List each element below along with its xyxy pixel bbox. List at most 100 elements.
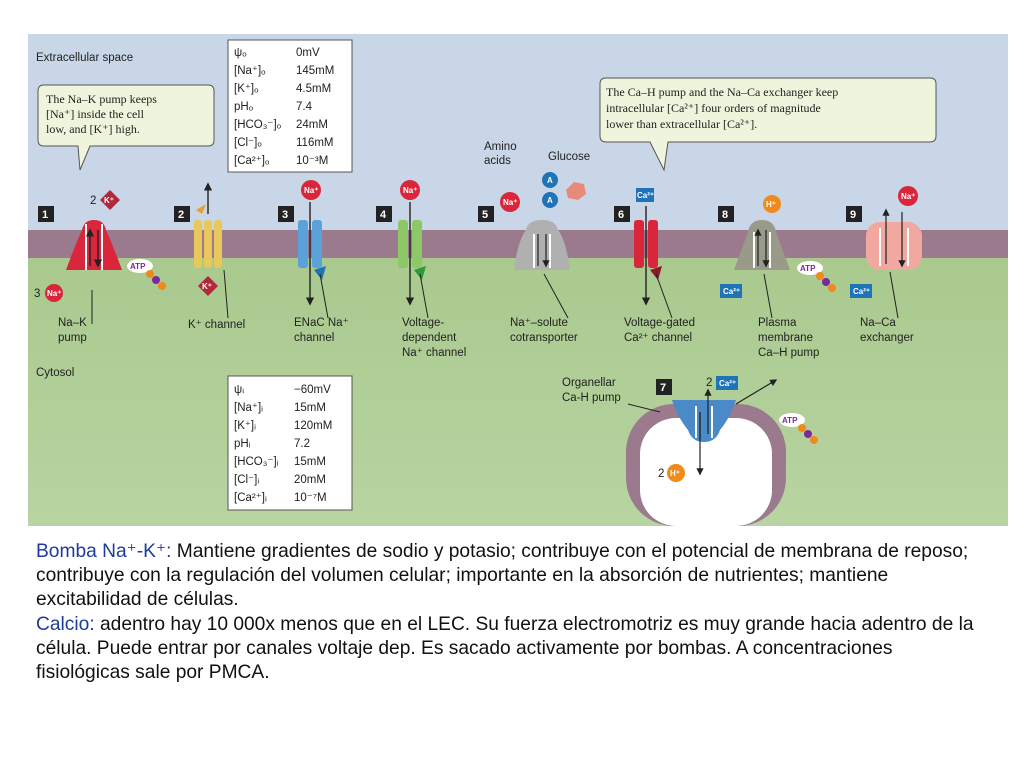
ext-value: 145mM [296, 65, 334, 77]
callout-nak-line-1: The Na–K pump keeps [46, 92, 157, 106]
transporter-6-voltage-ca-channel: 6 Ca²⁺ Voltage-gated Ca²⁺ channel [614, 188, 695, 344]
solute-a: A [547, 196, 553, 205]
transporter-label: ENaC Na⁺ [294, 317, 349, 329]
transporter-number: 3 [282, 209, 288, 221]
ext-value: 7.4 [296, 101, 313, 113]
transporter-label: pump [58, 332, 87, 344]
atp-label: ATP [800, 264, 816, 273]
caption-text-calcio: adentro hay 10 000x menos que en el LEC.… [36, 613, 974, 684]
ext-value: 24mM [296, 119, 328, 131]
caption: Bomba Na⁺-K⁺: Mantiene gradientes de sod… [36, 540, 986, 685]
transporter-number: 2 [178, 209, 184, 221]
caption-lead-calcio: Calcio: [36, 613, 95, 635]
organelle-label: Organellar [562, 377, 616, 389]
transporter-number: 7 [660, 382, 666, 394]
intracellular-concentrations-table: ψᵢ −60mV [Na⁺]ᵢ 15mM [K⁺]ᵢ 120mM pHᵢ 7.2… [227, 375, 353, 511]
ion-na: Na⁺ [901, 192, 915, 201]
int-value: 15mM [294, 456, 326, 468]
transporter-label: Voltage- [402, 317, 444, 329]
int-value: 10⁻⁷M [294, 492, 327, 504]
transporter-label: Na–Ca [860, 317, 896, 329]
stoich-two: 2 [706, 377, 712, 389]
organelle-ca-h-pump: 7 Organellar Ca-H pump 2 Ca²⁺ 2 H⁺ ATP [562, 376, 818, 526]
transporter-label: channel [294, 332, 334, 344]
transporter-number: 8 [722, 209, 728, 221]
cytosol-region [28, 234, 1008, 526]
transporter-5-na-solute-cotransporter: 5 Amino acids Glucose Na⁺ A A Na⁺–solute… [478, 141, 590, 344]
int-value: −60mV [294, 384, 331, 396]
ion-ca: Ca²⁺ [853, 287, 870, 296]
extracellular-concentrations-table: ψₒ 0mV [Na⁺]ₒ 145mM [K⁺]ₒ 4.5mM pHₒ 7.4 … [227, 39, 353, 173]
membrane-transport-diagram: Extracellular space Cytosol The Na–K pum… [28, 34, 1008, 526]
glucose-label: Glucose [548, 151, 590, 163]
transporter-number: 1 [42, 209, 48, 221]
int-key: [Na⁺]ᵢ [234, 402, 263, 414]
int-key: [Ca²⁺]ᵢ [234, 492, 267, 504]
ext-value: 116mM [296, 137, 334, 149]
ext-value: 4.5mM [296, 83, 331, 95]
caption-text-nak: Mantiene gradientes de sodio y potasio; … [36, 541, 969, 611]
transporter-label: Voltage-gated [624, 317, 695, 329]
int-key: [K⁺]ᵢ [234, 420, 256, 432]
transporter-label: Na⁺ channel [402, 347, 466, 359]
transporter-3-enac-channel: 3 Na⁺ ENaC Na⁺ channel [278, 180, 349, 344]
stoich-two: 2 [90, 195, 96, 207]
atp-label: ATP [782, 416, 798, 425]
transporter-label: Ca–H pump [758, 347, 819, 359]
ion-ca: Ca²⁺ [723, 287, 740, 296]
callout-ca-line-2: intracellular [Ca²⁺] four orders of magn… [606, 101, 821, 115]
caption-lead-nak: Bomba Na⁺-K⁺: [36, 541, 172, 562]
transporter-1-na-k-pump: 1 2 K⁺ 3 Na⁺ ATP Na–K pump [34, 190, 166, 344]
transporter-8-pmca-pump: 8 H⁺ Ca²⁺ ATP Plasma membrane Ca–H pump [718, 195, 836, 359]
transporter-label: K⁺ channel [188, 319, 245, 331]
ion-ca: Ca²⁺ [637, 191, 654, 200]
ion-k: K⁺ [104, 196, 114, 205]
amino-acids-label: Amino [484, 141, 517, 153]
transporter-number: 5 [482, 209, 488, 221]
transporter-label: membrane [758, 332, 813, 344]
transporter-label: Ca²⁺ channel [624, 332, 692, 344]
transporter-label: dependent [402, 332, 457, 344]
ion-ca: Ca²⁺ [719, 379, 736, 388]
int-value: 15mM [294, 402, 326, 414]
ion-h: H⁺ [766, 200, 776, 209]
transporter-label: exchanger [860, 332, 914, 344]
int-value: 20mM [294, 474, 326, 486]
callout-nak-line-2: [Na⁺] inside the cell [46, 107, 145, 121]
transporter-label: cotransporter [510, 332, 578, 344]
ext-value: 0mV [296, 47, 320, 59]
transporter-label: Plasma [758, 317, 797, 329]
caption-paragraph-2: Calcio: adentro hay 10 000x menos que en… [36, 613, 986, 686]
int-key: [HCO₃⁻]ᵢ [234, 456, 279, 468]
atp-label: ATP [130, 262, 146, 271]
callout-nak-line-3: low, and [K⁺] high. [46, 122, 140, 136]
ext-key: [K⁺]ₒ [234, 83, 259, 95]
organelle-label: Ca-H pump [562, 392, 621, 404]
ext-key: [Na⁺]ₒ [234, 65, 266, 77]
caption-paragraph-1: Bomba Na⁺-K⁺: Mantiene gradientes de sod… [36, 540, 986, 613]
stoich-three: 3 [34, 288, 40, 300]
transporter-4-voltage-na-channel: 4 Na⁺ Voltage- dependent Na⁺ channel [376, 180, 466, 359]
ion-na: Na⁺ [47, 289, 61, 298]
stoich-two: 2 [658, 468, 664, 480]
ion-na: Na⁺ [304, 186, 318, 195]
transporter-label: Na–K [58, 317, 87, 329]
int-value: 120mM [294, 420, 332, 432]
int-key: pHᵢ [234, 438, 251, 450]
transporter-label: Na⁺–solute [510, 317, 568, 329]
ion-na: Na⁺ [503, 198, 517, 207]
transporter-2-k-channel: 2 K⁺ K⁺ channel [174, 182, 245, 331]
amino-acids-label: acids [484, 155, 511, 167]
transporter-number: 6 [618, 209, 624, 221]
ion-h: H⁺ [670, 469, 680, 478]
transporter-number: 4 [380, 209, 387, 221]
ext-key: [HCO₃⁻]ₒ [234, 119, 282, 131]
callout-ca-line-1: The Ca–H pump and the Na–Ca exchanger ke… [606, 85, 838, 99]
int-value: 7.2 [294, 438, 310, 450]
cytosol-label: Cytosol [36, 367, 74, 379]
callout-nak: The Na–K pump keeps [Na⁺] inside the cel… [37, 84, 215, 171]
ext-key: pHₒ [234, 101, 254, 113]
ion-k: K⁺ [202, 282, 212, 291]
ext-key: [Cl⁻]ₒ [234, 137, 262, 149]
int-key: [Cl⁻]ᵢ [234, 474, 259, 486]
